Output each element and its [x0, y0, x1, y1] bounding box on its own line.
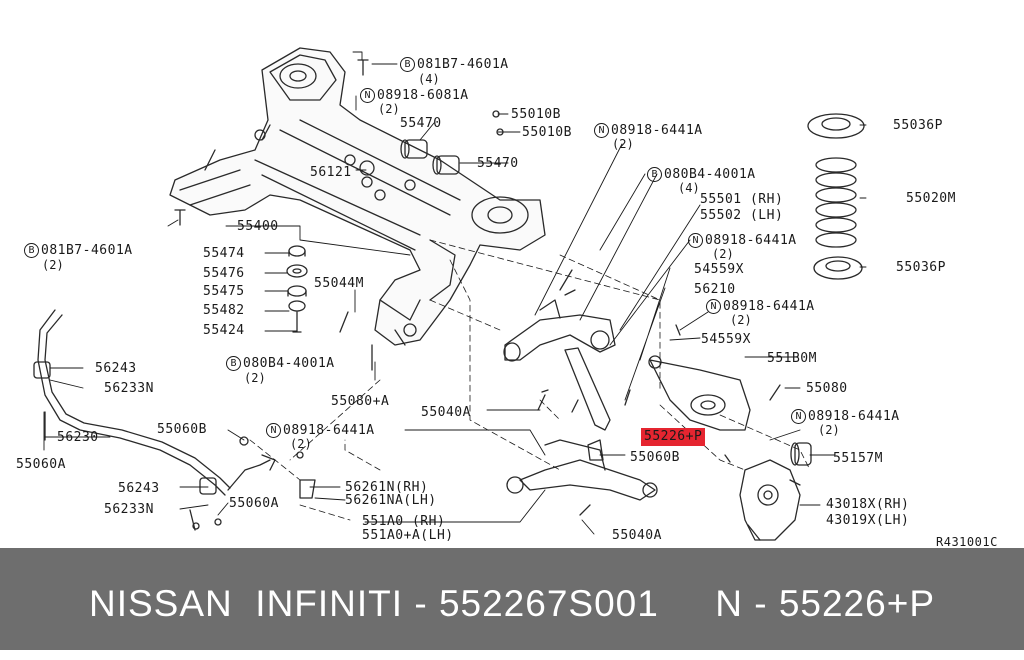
label-55010B-2: 55010B: [522, 125, 572, 140]
label-551B0M: 551B0M: [767, 351, 817, 366]
label-54559X-1: 54559X: [694, 262, 744, 277]
nut-n-icon: N: [266, 423, 281, 438]
mount-stack-illustration: [174, 209, 308, 333]
label-55400: 55400: [237, 219, 279, 234]
label-55036P-2: 55036P: [896, 260, 946, 275]
label-55080-A: 55080+A: [331, 394, 390, 409]
fasteners-illustration: [192, 269, 781, 530]
label-56261NA: 56261NA(LH): [345, 493, 437, 508]
label-55010B-1: 55010B: [511, 107, 561, 122]
label-55501: 55501 (RH): [700, 192, 784, 207]
label-55424: 55424: [203, 323, 245, 338]
qty-nut-08918-6081A: (2): [378, 102, 400, 116]
label-551A0: 551A0 (RH): [362, 514, 446, 529]
label-55475: 55475: [203, 284, 245, 299]
label-55044M: 55044M: [314, 276, 364, 291]
label-43019X: 43019X(LH): [826, 513, 910, 528]
diagram-ref-code: R431001C: [936, 535, 998, 549]
label-56233N-2: 56233N: [104, 502, 154, 517]
label-56233N-1: 56233N: [104, 381, 154, 396]
label-55060A-1: 55060A: [16, 457, 66, 472]
knuckle-illustration: [739, 459, 801, 541]
label-56210: 56210: [694, 282, 736, 297]
bolt-b-icon: B: [226, 356, 241, 371]
label-55482: 55482: [203, 303, 245, 318]
label-55470-2: 55470: [477, 156, 519, 171]
highlighted-part-label: 55226+P: [641, 428, 706, 446]
dashed-guides: [249, 239, 811, 521]
label-55476: 55476: [203, 266, 245, 281]
nut-n-icon: N: [360, 88, 375, 103]
nut-n-icon: N: [688, 233, 703, 248]
spring-illustration: [807, 113, 865, 280]
label-55020M: 55020M: [906, 191, 956, 206]
subframe-illustration: [169, 47, 546, 346]
label-56230: 56230: [57, 430, 99, 445]
qty-bolt-080B4-4001A-2: (2): [244, 371, 266, 385]
label-56243-1: 56243: [95, 361, 137, 376]
diagram-drawing: [33, 47, 867, 541]
qty-nut-08918-6441A-5: (2): [290, 437, 312, 451]
bolt-b-icon: B: [24, 243, 39, 258]
label-55502: 55502 (LH): [700, 208, 784, 223]
label-55040A-1: 55040A: [421, 405, 471, 420]
stabilizer-bar-illustration: [33, 309, 316, 531]
qty-nut-08918-6441A-3: (2): [730, 313, 752, 327]
nut-n-icon: N: [791, 409, 806, 424]
bushings-illustration: [357, 59, 504, 188]
qty-bolt-081B7-4601A-top: (4): [418, 72, 440, 86]
part-number-caption: NISSAN INFINITI - 552267S001 N - 55226+P: [88, 583, 935, 624]
label-55470-1: 55470: [400, 116, 442, 131]
label-43018X: 43018X(RH): [826, 497, 910, 512]
label-551A0A: 551A0+A(LH): [362, 528, 454, 543]
qty-bolt-081B7-4601A-left: (2): [42, 258, 64, 272]
label-55060B-1: 55060B: [157, 422, 207, 437]
leader-lines: [43, 51, 867, 535]
qty-nut-08918-6441A-2: (2): [712, 247, 734, 261]
label-54559X-2: 54559X: [701, 332, 751, 347]
label-56261N: 56261N(RH): [345, 480, 429, 495]
qty-nut-08918-6441A-1: (2): [612, 137, 634, 151]
label-55060B-2: 55060B: [630, 450, 680, 465]
label-55474: 55474: [203, 246, 245, 261]
label-56243-2: 56243: [118, 481, 160, 496]
label-56121: 56121: [310, 165, 352, 180]
bolt-b-icon: B: [647, 167, 662, 182]
label-55040A-2: 55040A: [612, 528, 662, 543]
label-55080: 55080: [806, 381, 848, 396]
footer-banner: NISSAN INFINITI - 552267S001 N - 55226+P: [0, 548, 1024, 650]
nut-n-icon: N: [706, 299, 721, 314]
nut-n-icon: N: [594, 123, 609, 138]
label-55060A-2: 55060A: [229, 496, 279, 511]
label-55157M: 55157M: [833, 451, 883, 466]
qty-bolt-080B4-4001A-1: (4): [678, 181, 700, 195]
bolt-b-icon: B: [400, 57, 415, 72]
qty-nut-08918-6441A-4: (2): [818, 423, 840, 437]
arms-illustration: [503, 299, 812, 501]
label-55036P-1: 55036P: [893, 118, 943, 133]
